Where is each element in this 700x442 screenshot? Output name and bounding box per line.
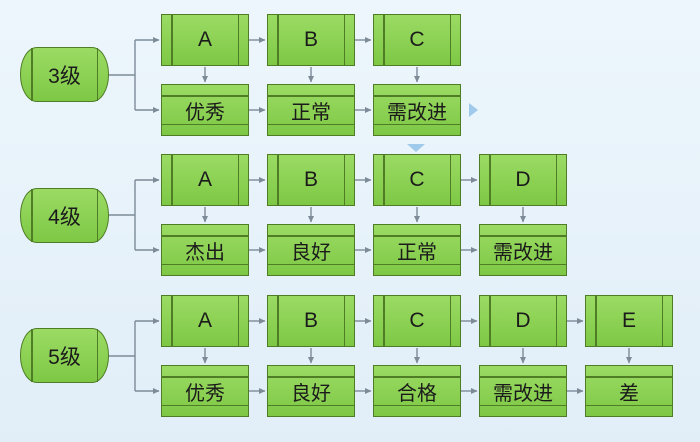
rating-node: 良好 xyxy=(267,224,355,276)
rating-node: 差 xyxy=(585,365,673,417)
connectors-row-3 xyxy=(108,37,420,113)
hint-triangle-down-icon xyxy=(407,144,425,152)
grade-label: D xyxy=(515,168,531,191)
rating-node: 需改进 xyxy=(479,224,567,276)
grade-label: B xyxy=(303,309,318,332)
grade-node: C xyxy=(373,295,461,347)
grade-label: E xyxy=(621,309,636,332)
rating-node: 合格 xyxy=(373,365,461,417)
rating-node: 优秀 xyxy=(161,365,249,417)
rating-label: 差 xyxy=(619,382,639,405)
level-label: 4级 xyxy=(48,205,81,229)
grade-node: B xyxy=(267,295,355,347)
grade-label: A xyxy=(197,168,212,191)
grade-node: A xyxy=(161,295,249,347)
grade-node: B xyxy=(267,154,355,206)
level-cylinder: 5级 xyxy=(20,328,109,383)
rating-label: 良好 xyxy=(291,241,331,264)
rating-node: 优秀 xyxy=(161,84,249,136)
hint-triangle-right-icon xyxy=(469,103,478,117)
rating-node: 杰出 xyxy=(161,224,249,276)
rating-label: 杰出 xyxy=(185,241,225,264)
rating-node: 正常 xyxy=(373,224,461,276)
rating-node: 正常 xyxy=(267,84,355,136)
grade-node: B xyxy=(267,14,355,66)
level-label: 3级 xyxy=(48,64,81,88)
grade-label: A xyxy=(197,309,212,332)
rating-label: 需改进 xyxy=(493,382,553,405)
rating-label: 良好 xyxy=(291,382,331,405)
rating-label: 需改进 xyxy=(387,101,447,124)
level-label: 5级 xyxy=(48,345,81,369)
grade-label: D xyxy=(515,309,531,332)
grade-node: A xyxy=(161,14,249,66)
grade-label: B xyxy=(303,168,318,191)
rating-node: 需改进 xyxy=(373,84,461,136)
grade-node: C xyxy=(373,14,461,66)
grade-node: C xyxy=(373,154,461,206)
grade-label: C xyxy=(409,168,425,191)
rating-node: 良好 xyxy=(267,365,355,417)
grade-label: B xyxy=(303,28,318,51)
grade-node: D xyxy=(479,295,567,347)
rating-label: 正常 xyxy=(291,101,331,124)
grade-label: A xyxy=(197,28,212,51)
grade-node: E xyxy=(585,295,673,347)
level-cylinder: 4级 xyxy=(20,188,109,243)
rating-label: 正常 xyxy=(397,241,437,264)
rating-label: 优秀 xyxy=(185,382,225,405)
rating-node: 需改进 xyxy=(479,365,567,417)
rating-label: 合格 xyxy=(397,382,437,405)
grade-label: C xyxy=(409,309,425,332)
grade-node: A xyxy=(161,154,249,206)
rating-label: 需改进 xyxy=(493,241,553,264)
rating-label: 优秀 xyxy=(185,101,225,124)
grade-node: D xyxy=(479,154,567,206)
level-cylinder: 3级 xyxy=(20,47,109,102)
grade-label: C xyxy=(409,28,425,51)
